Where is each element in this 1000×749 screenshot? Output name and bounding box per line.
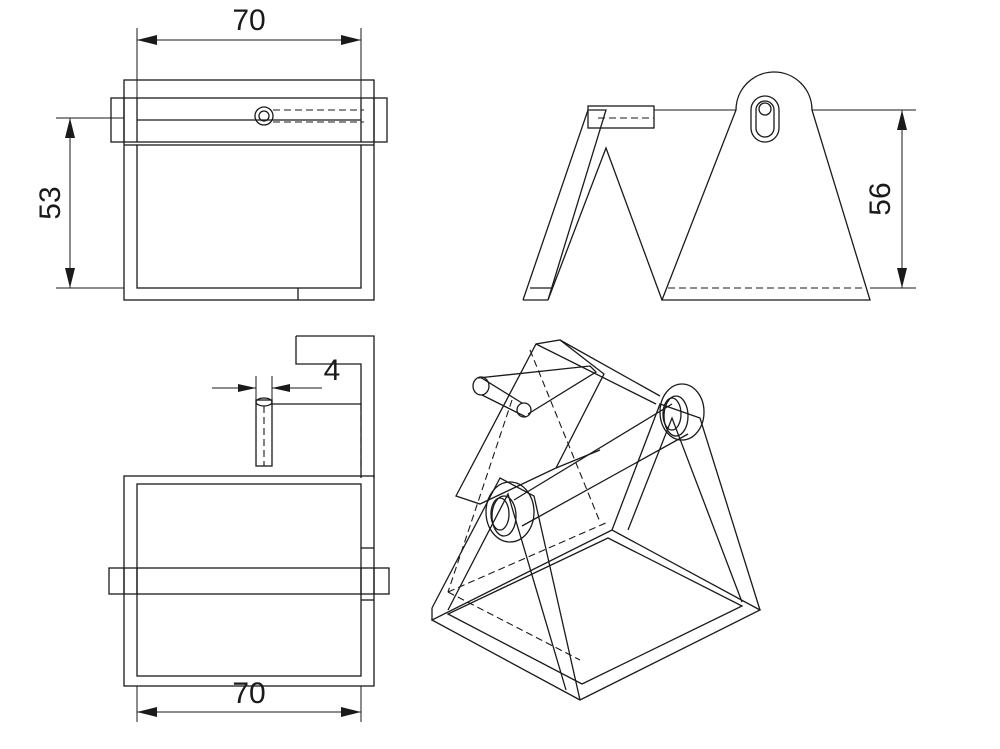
dim-front-width-label: 70 xyxy=(232,4,265,37)
dim-pin-offset: 4 xyxy=(212,354,340,400)
side-view xyxy=(522,71,871,301)
dim-front-height-label: 53 xyxy=(34,186,67,219)
dim-top-width: 70 xyxy=(136,677,362,722)
dim-top-width-label: 70 xyxy=(232,677,265,710)
isometric-view xyxy=(430,339,762,701)
dim-side-height-label: 56 xyxy=(864,182,897,215)
front-view xyxy=(110,79,388,301)
dim-front-height: 53 xyxy=(34,117,124,289)
dim-pin-offset-label: 4 xyxy=(324,354,341,387)
dim-side-height: 56 xyxy=(812,109,916,289)
dim-front-width: 70 xyxy=(136,4,362,98)
top-view xyxy=(108,335,390,687)
